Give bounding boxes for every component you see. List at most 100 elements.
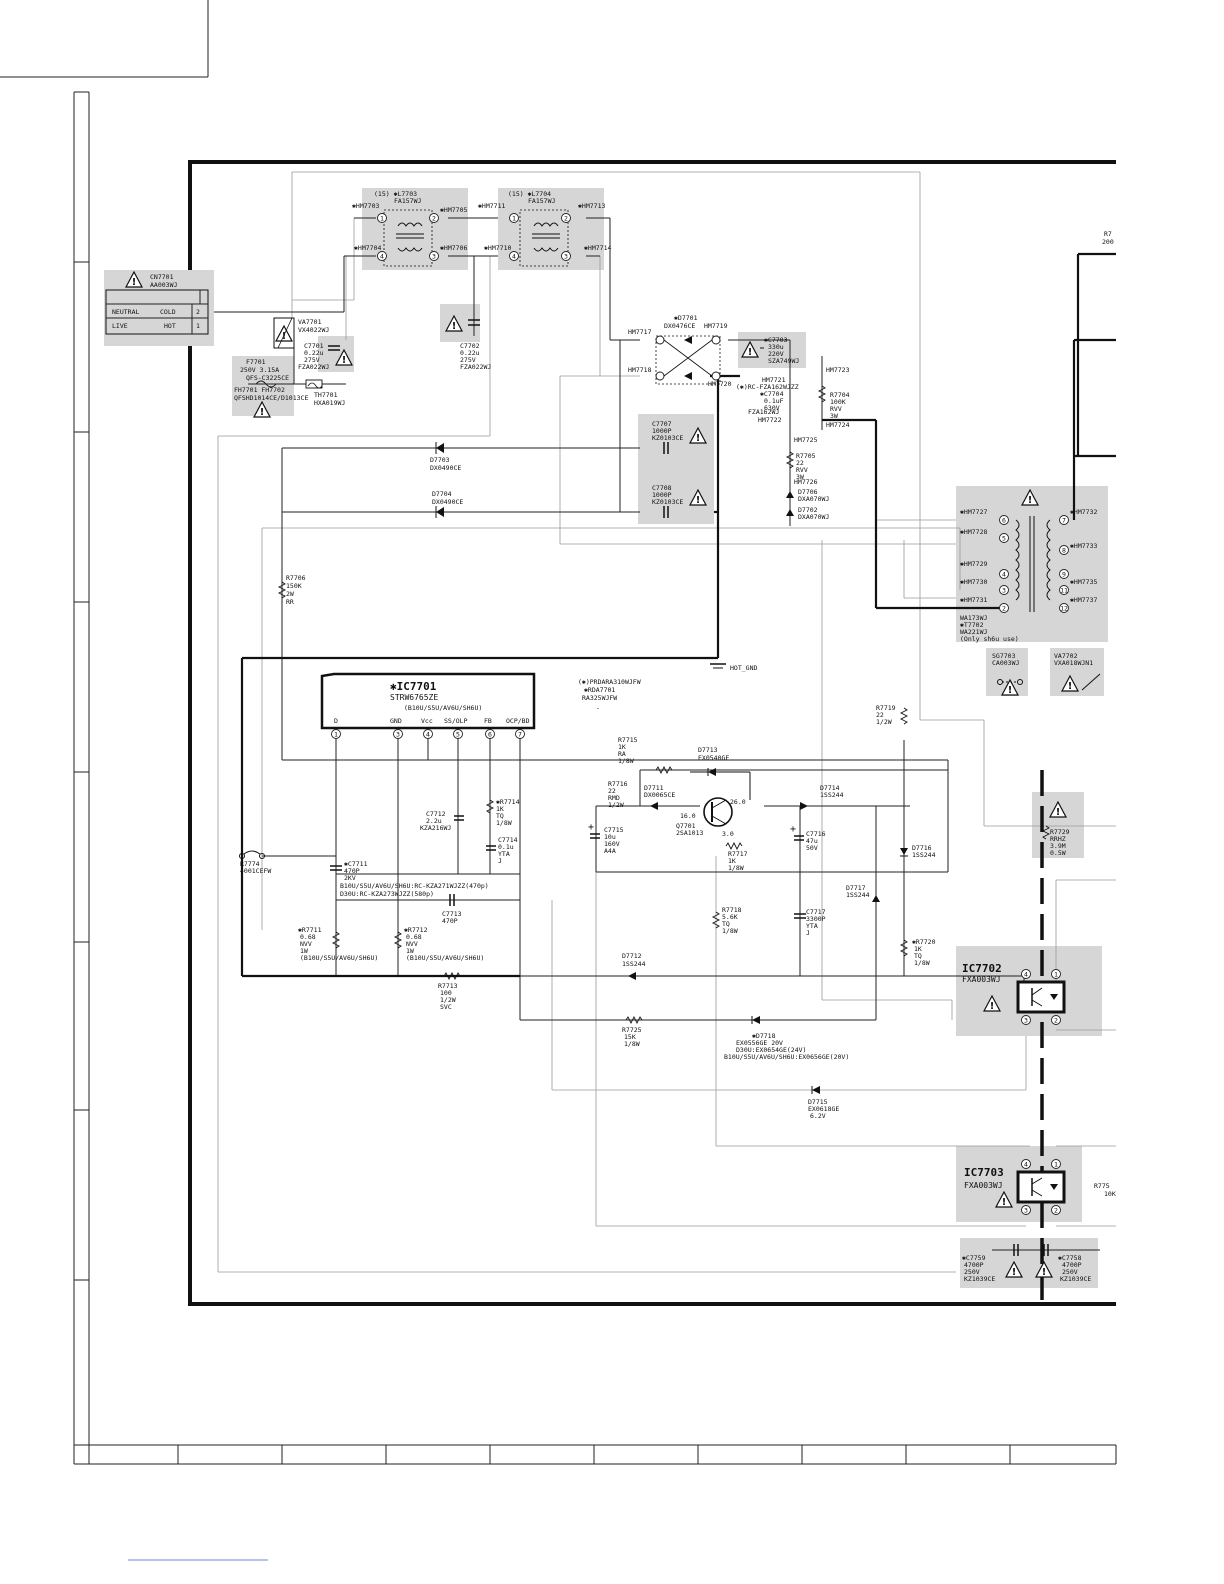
r7725-ref: R7725 — [622, 1026, 642, 1034]
resistor-r7720: ✱R7720 1K TQ 1/8W — [899, 938, 936, 967]
r7725-val2: 1/8W — [624, 1040, 640, 1048]
ic7702-pin1: 1 — [1054, 971, 1058, 979]
ic7701-pinnum-4: 4 — [426, 731, 430, 739]
r7711-val3: 1W — [300, 947, 308, 955]
c7707-ref: C7707 — [652, 420, 672, 428]
optocoupler-ic7702: IC7702 FXA003WJ 4 1 3 2 — [962, 962, 1066, 1025]
r7774-ref: R7774 — [240, 860, 260, 868]
c7702-val3: FZA022WJ — [460, 363, 491, 371]
ic7701-variant: (B10U/S5U/AV6U/SH6U) — [404, 704, 482, 712]
d7715-val1: EX0618GE — [808, 1105, 839, 1113]
d7715-ref: D7715 — [808, 1098, 828, 1106]
capacitor-c7702: C7702 0.22u 275V FZA022WJ — [445, 315, 491, 371]
ic7703-pin2: 2 — [1054, 1207, 1058, 1215]
t7702-pin8: 8 — [1062, 547, 1066, 555]
jumper-r7774: R7774 4001CEFW — [239, 850, 271, 875]
r7713-val2: 1/2W — [440, 996, 456, 1004]
hm7714-label: ✱HM7714 — [583, 244, 611, 252]
capacitor-c7711: ✱C7711 470P 2KV B10U/S5U/AV6U/SH6U:RC-KZ… — [330, 860, 489, 898]
c7758-ref: ✱C7758 — [1057, 1254, 1082, 1262]
optocoupler-ic7703: IC7703 FXA003WJ 4 1 3 2 — [964, 1159, 1066, 1215]
signal-wires — [214, 217, 1100, 1251]
r7718-val1: 5.6K — [722, 913, 738, 921]
ic7701-pinnum-6: 6 — [488, 731, 492, 739]
l7704-pin1: 1 — [512, 215, 516, 223]
power-wires — [240, 252, 1116, 978]
c7759-ref: ✱C7759 — [961, 1254, 986, 1262]
r7704-val3: 3W — [830, 412, 838, 420]
f7701-part: QFS-C3225CE — [246, 374, 289, 382]
ic7703-ref: IC7703 — [964, 1166, 1004, 1179]
r7711-ref: ✱R7711 — [297, 926, 322, 934]
edge-label-200: 200 — [1102, 238, 1114, 246]
va7701-part: VX4022WJ — [298, 326, 329, 334]
c7716-plus-icon: + — [790, 824, 796, 835]
r7729-ref: R7729 — [1050, 828, 1070, 836]
connector-cn7701: CN7701 AA003WJ NEUTRAL COLD 2 LIVE HOT 1 — [105, 271, 209, 335]
c7704-val2: 630V — [764, 404, 780, 412]
diode-d7711: D7711 DX0065CE — [644, 784, 675, 810]
fuse-f7701: F7701 250V 3.15A QFS-C3225CE FH7701 FH77… — [234, 358, 308, 419]
capacitor-c7714: C7714 0.1u YTA J — [486, 836, 518, 865]
capacitor-c7712: C7712 2.2u KZA216WJ — [420, 810, 464, 832]
hm7728-label: ✱HM7728 — [959, 528, 987, 536]
d7714-part: 1SS244 — [820, 791, 844, 799]
t7702-pin11: 11 — [1060, 587, 1068, 595]
r7712-val1: 0.68 — [406, 933, 422, 941]
hm7703-label: ✱HM7703 — [351, 202, 379, 210]
ic-ic7701: ✱IC7701 STRW6765ZE (B10U/S5U/AV6U/SH6U) … — [320, 672, 536, 739]
c7715-val1: 10u — [604, 833, 616, 841]
r7711-val1: 0.68 — [300, 933, 316, 941]
resistor-r7714: ✱R7714 1K TQ 1/8W — [485, 798, 520, 827]
c7759-val1: 4700P — [964, 1261, 984, 1269]
sg7703-ref: SG7703 — [992, 652, 1016, 660]
r7714-val2: TQ — [496, 812, 504, 820]
edge-label-r7: R7 — [1104, 230, 1112, 238]
r7714-val3: 1/8W — [496, 819, 512, 827]
r7714-val1: 1K — [496, 805, 504, 813]
t7702-pin12: 12 — [1060, 605, 1068, 613]
ic7702-part: FXA003WJ — [962, 975, 1001, 984]
d7702-part: DXA070WJ — [798, 513, 829, 521]
c7701-val3: FZA022WJ — [298, 363, 329, 371]
r7715-val2: RA — [618, 750, 626, 758]
pcb-note-2: ✱RDA7701 — [583, 686, 615, 694]
pcb-note-3: RA325WJFW — [582, 694, 617, 702]
diode-d7703: D7703 DX0490CE — [430, 442, 461, 472]
c7703-ref: ✱C7703 — [763, 336, 788, 344]
r7719-val2: 1/2W — [876, 718, 892, 726]
resistor-r7717: R7717 1K 1/8W — [725, 841, 748, 872]
cn7701-row1-name: NEUTRAL — [112, 308, 139, 316]
ic7701-pinnum-5: 5 — [456, 731, 460, 739]
c7716-val1: 47u — [806, 837, 818, 845]
ic7703-pin4: 4 — [1024, 1161, 1028, 1169]
bridge-rectifier-d7701: ✱D7701 DX0476CE HM7717 HM7719 HM7718 HM7… — [628, 314, 732, 388]
d7706-part: DXA070WJ — [798, 495, 829, 503]
c7702-val2: 275V — [460, 356, 476, 364]
capacitor-c7708: C7708 1000P KZ0103CE — [652, 484, 707, 518]
diode-d7716: D7716 1SS244 — [900, 844, 936, 859]
cn7701-row2-side: HOT — [164, 322, 176, 330]
r7705-ref: R7705 — [796, 452, 816, 460]
resistor-r7712: ✱R7712 0.68 NVV 1W (B10U/S5U/AV6U/SH6U) — [393, 926, 484, 962]
r7706-val2: 2W — [286, 590, 294, 598]
cn7701-ref: CN7701 — [150, 273, 174, 281]
t7702-pin2: 2 — [1002, 605, 1006, 613]
c7704-val1: 0.1uF — [764, 397, 784, 405]
hm7735-label: ✱HM7735 — [1069, 578, 1097, 586]
c7717-ref: C7717 — [806, 908, 826, 916]
r7720-val1: 1K — [914, 945, 922, 953]
r7712-ref: ✱R7712 — [403, 926, 428, 934]
hm7727-label: ✱HM7727 — [959, 508, 987, 516]
d7711-part: DX0065CE — [644, 791, 675, 799]
r7711-val2: NVV — [300, 940, 312, 948]
cn7701-row1-pin: 2 — [196, 308, 200, 316]
hm7733-label: ✱HM7733 — [1069, 542, 1097, 550]
hot-ground: HOT_GND — [710, 663, 757, 672]
r7717-val1: 1K — [728, 857, 736, 865]
hm7706-label: ✱HM7706 — [439, 244, 467, 252]
r7774-part: 4001CEFW — [240, 867, 271, 875]
d7718-val3: B10U/S5U/AV6U/SH6U:EX0656GE(20V) — [724, 1053, 849, 1061]
hm7731-label: ✱HM7731 — [959, 596, 987, 604]
ic7703-pin1: 1 — [1054, 1161, 1058, 1169]
